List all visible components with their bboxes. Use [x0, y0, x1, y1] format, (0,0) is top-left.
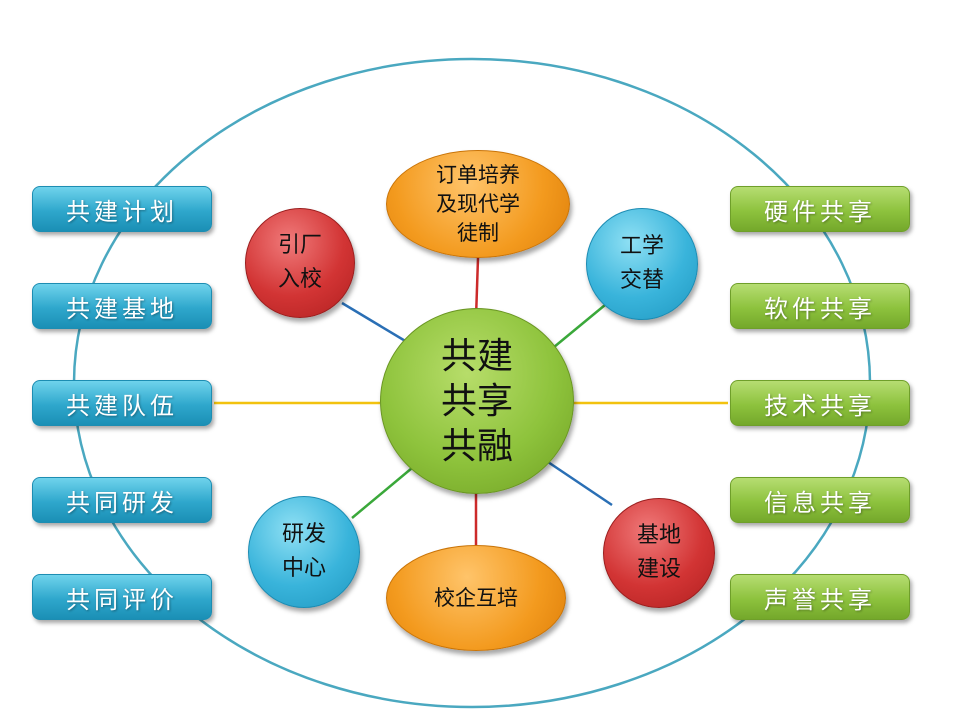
left-item-label: 共建基地	[66, 294, 178, 323]
node-top-left-label: 引厂 入校	[277, 233, 322, 292]
right-item-3: 技术共享	[730, 380, 910, 426]
node-top-label: 订单培养 及现代学 徒制	[436, 162, 520, 245]
node-bottom-right-label: 基地 建设	[636, 523, 681, 582]
connector-center-top-left	[341, 301, 413, 347]
node-top-right: 工学 交替	[586, 208, 698, 320]
right-item-label: 声誉共享	[764, 585, 876, 614]
left-item-label: 共同评价	[66, 585, 178, 614]
node-top-right-label: 工学 交替	[619, 234, 664, 293]
node-bottom-left: 研发 中心	[248, 496, 360, 608]
right-item-1: 硬件共享	[730, 186, 910, 232]
left-item-2: 共建基地	[32, 283, 212, 329]
right-item-label: 软件共享	[764, 294, 876, 323]
left-item-label: 共建计划	[66, 197, 178, 226]
right-item-label: 信息共享	[764, 488, 876, 517]
node-bottom-left-label: 研发 中心	[281, 522, 326, 581]
left-item-label: 共建队伍	[66, 391, 178, 420]
node-bottom-right: 基地 建设	[603, 498, 715, 608]
right-item-4: 信息共享	[730, 477, 910, 523]
connector-center-bottom-left	[351, 467, 413, 519]
connector-center-bottom-right	[544, 458, 613, 507]
left-item-4: 共同研发	[32, 477, 212, 523]
left-item-5: 共同评价	[32, 574, 212, 620]
left-item-label: 共同研发	[66, 488, 178, 517]
node-top: 订单培养 及现代学 徒制	[386, 150, 570, 258]
right-item-label: 技术共享	[764, 391, 876, 420]
node-bottom-label: 校企互培	[434, 585, 518, 610]
node-bottom: 校企互培	[386, 545, 566, 651]
center-label: 共建 共享 共融	[440, 335, 513, 467]
connector-center-top-right	[547, 304, 606, 353]
right-item-label: 硬件共享	[764, 197, 876, 226]
right-item-2: 软件共享	[730, 283, 910, 329]
center-node: 共建 共享 共融	[380, 308, 574, 494]
left-item-3: 共建队伍	[32, 380, 212, 426]
left-item-1: 共建计划	[32, 186, 212, 232]
node-top-left: 引厂 入校	[245, 208, 355, 318]
right-item-5: 声誉共享	[730, 574, 910, 620]
